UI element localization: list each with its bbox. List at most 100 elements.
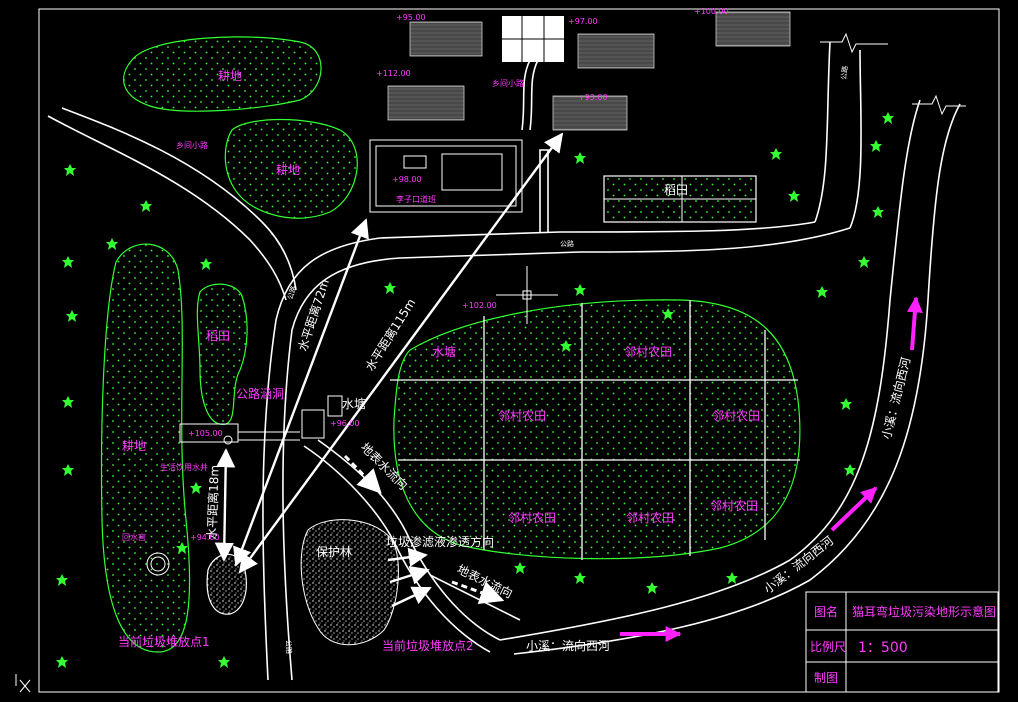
elev-6: +102.00 [462, 301, 497, 310]
farm-top [123, 36, 322, 112]
tree-icon [176, 542, 188, 554]
arrow-18m [214, 448, 236, 562]
title-name-label: 图名 [814, 604, 838, 619]
tree-icon [218, 656, 230, 668]
tree-icon [106, 238, 118, 250]
tree-icon [844, 464, 856, 476]
top-path-1 [521, 59, 531, 131]
title-scale-label: 比例尺 [810, 640, 846, 654]
housing-blocks [387, 11, 791, 131]
label-dump1: 当前垃圾堆放点1 [118, 634, 210, 649]
tree-icon [56, 656, 68, 668]
label-road-1: 公路 [560, 239, 574, 248]
tree-icon [200, 258, 212, 270]
block-2 [577, 33, 655, 69]
paddy-top [603, 175, 757, 223]
label-road-2: 公路 [285, 285, 298, 301]
crosshair-cursor [496, 266, 558, 324]
tree-icon [872, 206, 884, 218]
elev-1: +95.00 [396, 13, 426, 22]
tree-icon [62, 464, 74, 476]
break-symbols [820, 32, 966, 116]
tree-icon [726, 572, 738, 584]
dump-site-1 [206, 553, 247, 615]
stream-right-inner [499, 99, 921, 641]
label-farm-left: 耕地 [122, 438, 146, 453]
block-5 [552, 95, 628, 131]
label-village: 李子口道班 [396, 194, 436, 204]
tree-icon [64, 164, 76, 176]
tree-icon [646, 582, 658, 594]
tree-icon [384, 282, 396, 294]
tree-icon [870, 140, 882, 152]
block-3 [715, 11, 791, 47]
label-cesspit: 回水窖 [122, 532, 146, 542]
tree-icon [560, 340, 572, 352]
tree-icon [788, 190, 800, 202]
label-road-4: 公路 [839, 65, 849, 80]
title-scale-value: 1：500 [858, 640, 908, 656]
label-field-3: 邻村农田 [712, 409, 760, 423]
stream-direction-arrows [620, 296, 923, 642]
tree-icon [840, 398, 852, 410]
road-northeast-1 [814, 41, 831, 223]
label-field-6: 邻村农田 [710, 499, 758, 513]
farm-left [100, 243, 191, 653]
tree-icon [816, 286, 828, 298]
top-field-block [502, 16, 564, 62]
ucs-icon [15, 674, 31, 693]
label-dump2: 当前垃圾堆放点2 [382, 638, 474, 653]
tree-icon [62, 396, 74, 408]
elev-7: +105.00 [188, 429, 223, 438]
tree-icon [574, 152, 586, 164]
drawing-frame [38, 8, 1000, 693]
title-name-value: 猫耳弯垃圾污染地形示意图 [852, 604, 996, 619]
stream-branch [429, 574, 521, 621]
label-road-3: 公路 [284, 640, 293, 654]
label-leachate: 垃圾渗滤液渗透方向 [386, 534, 494, 549]
tree-icon [62, 256, 74, 268]
road-northeast-2 [849, 49, 862, 229]
arrow-115m [238, 132, 564, 574]
title-drawn-label: 制图 [814, 671, 838, 685]
elev-3: +100.00 [694, 7, 729, 16]
label-farm-top: 耕地 [218, 68, 242, 83]
elev-10: +93.00 [578, 93, 608, 102]
arrow-leachate-3 [391, 586, 432, 608]
tree-icon [514, 562, 526, 574]
tree-icon [56, 574, 68, 586]
distance-arrows [214, 132, 564, 608]
paddy-left [196, 283, 248, 425]
tree-icon [858, 256, 870, 268]
neighbor-field [393, 299, 801, 560]
elev-9: +94.00 [190, 533, 220, 542]
label-dist-72: 水平距离72m [295, 277, 332, 353]
tree-icon [882, 112, 894, 124]
tree-symbols [56, 112, 894, 668]
label-field-1: 邻村农田 [624, 345, 672, 359]
tree-icon [190, 482, 202, 494]
protective-forest [300, 519, 399, 646]
label-forest: 保护林 [316, 545, 352, 559]
block-4 [387, 85, 465, 121]
top-path-2 [529, 59, 539, 131]
label-farm-mid: 耕地 [276, 162, 300, 177]
elev-5: +98.00 [392, 175, 422, 184]
elev-8: +96.00 [330, 419, 360, 428]
title-block: 图名 猫耳弯垃圾污染地形示意图 比例尺 1：500 制图 [805, 591, 999, 693]
label-field-2: 邻村农田 [498, 409, 546, 423]
tree-icon [140, 200, 152, 212]
surface-flow-arrows [343, 454, 505, 604]
label-well: 生活饮用水井 [160, 462, 208, 472]
label-paddy-left: 稻田 [206, 329, 230, 343]
tree-icon [574, 284, 586, 296]
block-1 [409, 21, 483, 57]
label-paddy-top: 稻田 [664, 183, 688, 197]
label-field-5: 邻村农田 [626, 511, 674, 525]
arrow-leachate-1 [387, 547, 428, 567]
elev-2: +97.00 [568, 17, 598, 26]
tree-icon [574, 572, 586, 584]
label-stream-bottom: 小溪：流向西河 [526, 638, 610, 653]
label-pond-right: 水塘 [342, 396, 366, 411]
